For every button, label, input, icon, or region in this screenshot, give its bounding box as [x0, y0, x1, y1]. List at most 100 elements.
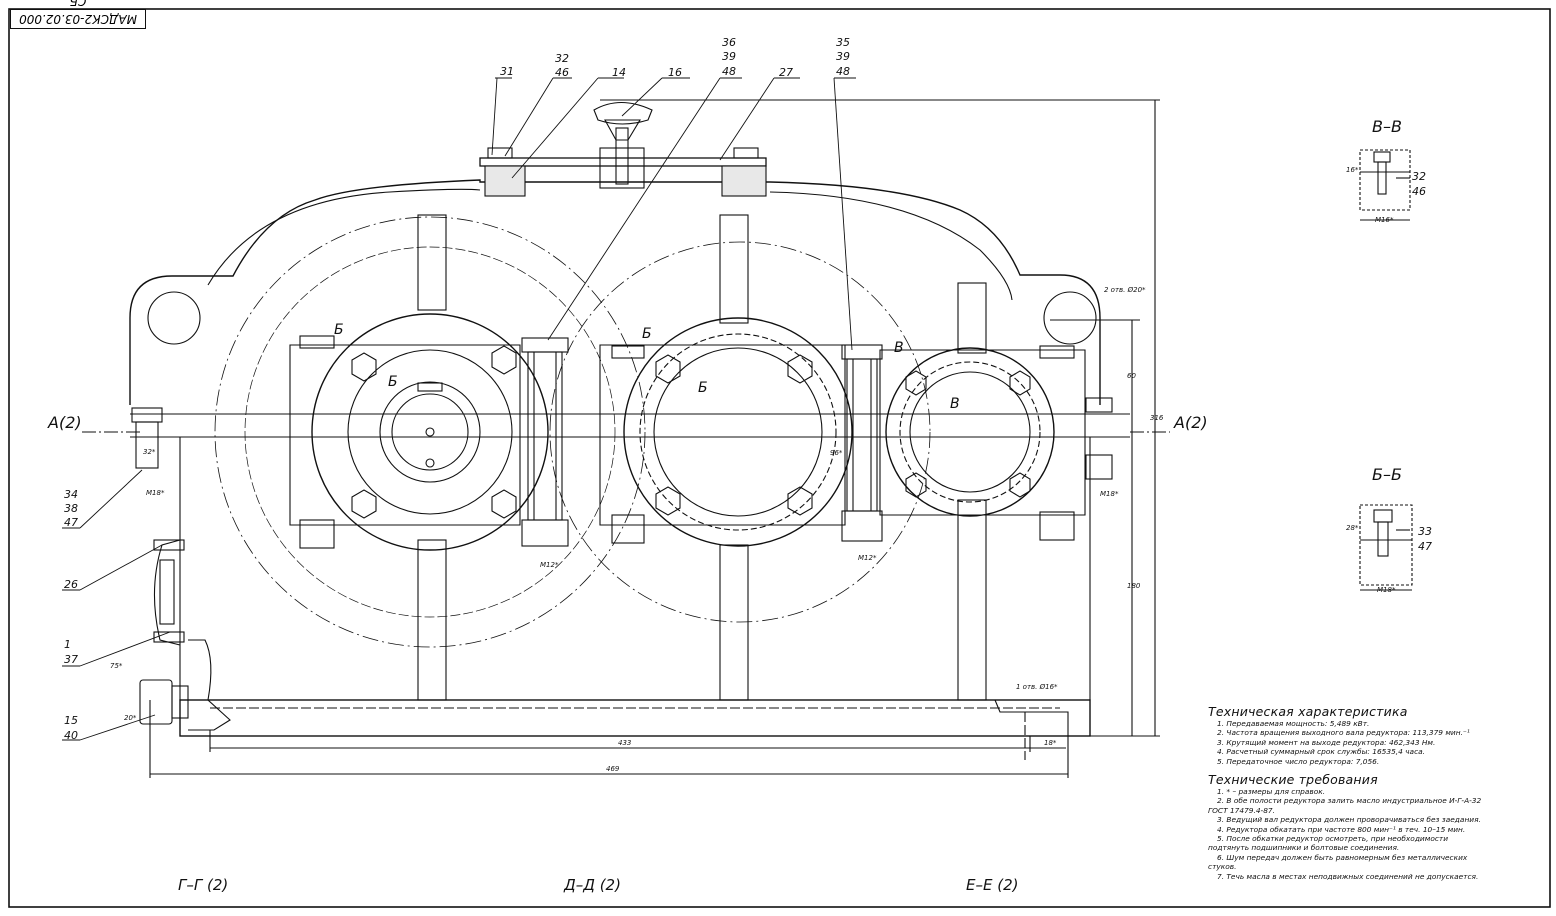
callout-1: 1 [64, 638, 71, 651]
callout-14: 14 [612, 66, 626, 79]
spec-title: Техническая характеристика [1208, 704, 1408, 719]
callout-31: 31 [500, 65, 514, 78]
callout-40: 40 [64, 729, 78, 742]
key [417, 382, 443, 392]
cut-mark-b-1: Б [334, 322, 344, 338]
spec-line: 2. Частота вращения выходного вала редук… [1217, 728, 1470, 738]
callout-39b: 39 [836, 50, 850, 63]
small-bolts [131, 335, 1113, 549]
bearing-2-inner [653, 347, 823, 517]
requirements-title: Технические требования [1208, 772, 1378, 788]
dim-m18b: M18* [1377, 586, 1396, 594]
housing-outline [129, 179, 1101, 405]
left-lug-hole [147, 291, 201, 345]
spec-line: 4. Расчетный суммарный срок службы: 1653… [1217, 747, 1426, 757]
dim-60: 60 [1127, 372, 1136, 380]
cut-mark-v-1: В [894, 340, 904, 356]
callout-vv-32: 32 [1412, 170, 1426, 183]
callout-27: 27 [779, 66, 793, 79]
callout-35: 35 [836, 36, 850, 49]
callout-36: 36 [722, 36, 736, 49]
dim-m12b: M12* [858, 554, 877, 562]
callout-37: 37 [64, 653, 78, 666]
dim-180: 180 [1127, 582, 1141, 590]
gear-2-pitch-circle [549, 241, 931, 623]
dim-18: 18* [1044, 739, 1057, 747]
callout-16: 16 [668, 66, 682, 79]
housing-inner-wall [207, 188, 481, 286]
callout-46: 46 [555, 66, 569, 79]
callout-34: 34 [64, 488, 78, 501]
inspection-cover [479, 101, 767, 197]
spec-line: 1. Передаваемая мощность: 5,489 кВт. [1217, 719, 1370, 728]
bearing-3-inner [909, 371, 1031, 493]
dim-316: 316 [1150, 414, 1164, 422]
sheet-frame [8, 8, 1551, 908]
section-vv-detail [1359, 149, 1411, 221]
base-body [179, 437, 1091, 701]
req-line: ГОСТ 17479.4-87. [1208, 805, 1275, 815]
rib-2-top [719, 214, 749, 324]
req-line: 2. В обе полости редуктора залить масло … [1217, 796, 1482, 806]
req-line: 3. Ведущий вал редуктора должен проворач… [1217, 815, 1481, 825]
cut-mark-b-4: Б [698, 380, 708, 396]
dim-fillet: 2 отв. Ø20* [1104, 286, 1146, 294]
req-line: подтянуть подшипники и болтовые соединен… [1208, 843, 1400, 853]
bearing-1-inner [347, 349, 513, 515]
dim-96: 96* [830, 449, 843, 457]
drain-plug [139, 639, 231, 731]
dim-m18c: M18* [1100, 490, 1119, 498]
section-label-dd: Д–Д (2) [564, 876, 621, 894]
spec-line: 5. Передаточное число редуктора: 7,056. [1217, 756, 1380, 766]
section-label-gg: Г–Г (2) [178, 876, 229, 894]
callout-47: 47 [64, 516, 78, 529]
rib-3-bottom [957, 499, 987, 701]
callout-48a: 48 [722, 65, 736, 78]
callout-15: 15 [64, 714, 78, 727]
foot-lug [994, 699, 1069, 736]
technical-notes: Техническая характеристика 1. Передаваем… [1208, 704, 1550, 881]
cut-mark-b-2: Б [388, 374, 398, 390]
dim-m18a: M18* [146, 489, 165, 497]
section-title-bb: Б–Б [1372, 465, 1402, 484]
req-line: 6. Шум передач должен быть равномерным б… [1217, 852, 1468, 862]
callout-bb-47: 47 [1418, 540, 1432, 553]
document-stamp: МАДСК2-03.02.000 СБ [10, 0, 146, 29]
dim-433: 433 [618, 739, 631, 747]
bearing-1-outer [311, 313, 549, 551]
through-bolt-1 [521, 337, 569, 547]
section-bb-detail [1359, 504, 1413, 591]
dim-16: 16* [1346, 166, 1359, 174]
req-line: 7. Течь масла в местах неподвижных соеди… [1217, 871, 1479, 881]
bearing-3-outer [885, 347, 1055, 517]
dim-28: 28* [1346, 524, 1359, 532]
callout-bb-33: 33 [1418, 525, 1432, 538]
bearing-2-outer [623, 317, 853, 547]
through-bolt-2 [841, 344, 883, 542]
cut-mark-b-3: Б [642, 326, 652, 342]
boss-3 [879, 349, 1086, 516]
housing-inner-wall-right [769, 191, 1013, 301]
dim-hole: 1 отв. Ø16* [1016, 683, 1058, 691]
bearing-1-cap [379, 381, 481, 483]
callout-32: 32 [555, 52, 569, 65]
cut-mark-v-2: В [950, 396, 960, 412]
spec-line: 3. Крутящий момент на выходе редуктора: … [1217, 737, 1436, 747]
rib-1-bottom [417, 539, 447, 701]
cut-label-a-right: А(2) [1173, 413, 1208, 432]
base-flange [179, 699, 1091, 737]
rib-2-bottom [719, 544, 749, 701]
cover-bolt-heads [351, 345, 1031, 519]
dim-469: 469 [606, 765, 620, 773]
dim-20: 20* [124, 714, 137, 722]
leader-lines [62, 77, 856, 741]
right-lug-hole [1043, 291, 1097, 345]
section-title-vv: В–В [1372, 117, 1402, 136]
dim-75: 75* [110, 662, 123, 670]
req-line: 4. Редуктора обкатать при частоте 800 ми… [1217, 824, 1466, 834]
req-line: стуков. [1208, 862, 1237, 872]
req-line: 1. * – размеры для справок. [1217, 787, 1326, 797]
req-line: 5. После обкатки редуктор осмотреть, при… [1217, 834, 1449, 844]
